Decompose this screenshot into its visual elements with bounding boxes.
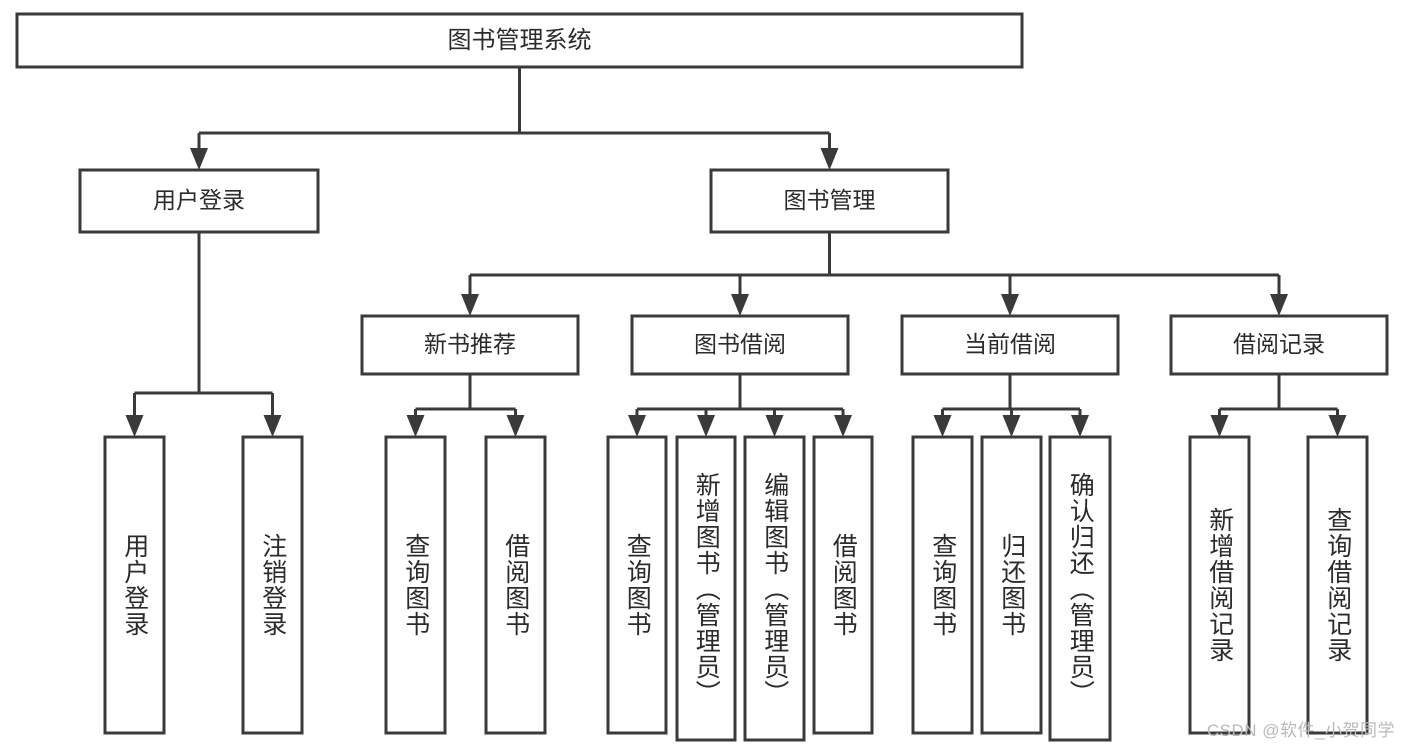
- node-leaf-query-record[interactable]: [1306, 435, 1369, 735]
- arrow-head-icon: [731, 294, 749, 316]
- node-leaf-borrow-book-2[interactable]: [812, 435, 874, 735]
- arrow-head-icon: [1071, 415, 1089, 437]
- arrow-head-icon: [1210, 415, 1229, 437]
- node-leaf-add-book-admin[interactable]: [675, 435, 737, 742]
- node-leaf-return-book[interactable]: [980, 435, 1043, 735]
- node-leaf-add-record[interactable]: [1188, 435, 1251, 735]
- node-leaf-query-book-3[interactable]: [911, 435, 974, 735]
- arrow-head-icon: [1002, 415, 1021, 437]
- node-user-login-label: 用户登录: [153, 187, 245, 213]
- arrow-head-icon: [1270, 294, 1288, 316]
- node-leaf-query-book-1[interactable]: [384, 435, 447, 735]
- arrow-head-icon: [1328, 415, 1347, 437]
- arrow-head-icon: [1001, 294, 1019, 316]
- node-leaf-logout[interactable]: [241, 435, 304, 735]
- node-box-layer: [15, 12, 1389, 742]
- node-root[interactable]: [15, 12, 1024, 69]
- arrow-head-icon: [406, 415, 425, 437]
- node-borrow-record[interactable]: [1169, 314, 1389, 376]
- node-user-login[interactable]: [78, 168, 320, 234]
- node-leaf-edit-book-admin[interactable]: [743, 435, 806, 742]
- arrow-head-icon: [263, 415, 282, 437]
- node-leaf-confirm-return[interactable]: [1048, 435, 1112, 742]
- node-new-book-rec-label: 新书推荐: [424, 331, 516, 357]
- arrow-head-icon: [190, 148, 208, 170]
- node-new-book-rec[interactable]: [360, 314, 580, 376]
- arrow-head-icon: [697, 415, 715, 437]
- arrow-head-icon: [933, 415, 952, 437]
- node-root-label: 图书管理系统: [448, 27, 592, 54]
- node-book-borrow[interactable]: [630, 314, 850, 376]
- arrow-head-icon: [125, 415, 144, 437]
- node-leaf-query-book-2[interactable]: [606, 435, 668, 735]
- arrow-head-icon: [765, 415, 784, 437]
- node-leaf-user-login[interactable]: [103, 435, 166, 735]
- node-current-borrow[interactable]: [900, 314, 1120, 376]
- arrow-head-icon: [461, 294, 479, 316]
- node-borrow-record-label: 借阅记录: [1233, 331, 1325, 357]
- connector-layer: [125, 67, 1347, 437]
- node-book-borrow-label: 图书借阅: [694, 331, 786, 357]
- arrow-head-icon: [506, 415, 525, 437]
- node-book-manage-label: 图书管理: [784, 187, 876, 213]
- arrow-head-icon: [628, 415, 646, 437]
- node-book-manage[interactable]: [709, 168, 950, 234]
- watermark: CSDN @软件_小贺同学: [1206, 721, 1395, 740]
- arrow-head-icon: [820, 148, 839, 170]
- node-leaf-borrow-book-1[interactable]: [484, 435, 547, 735]
- node-current-borrow-label: 当前借阅: [964, 331, 1056, 357]
- arrow-head-icon: [834, 415, 852, 437]
